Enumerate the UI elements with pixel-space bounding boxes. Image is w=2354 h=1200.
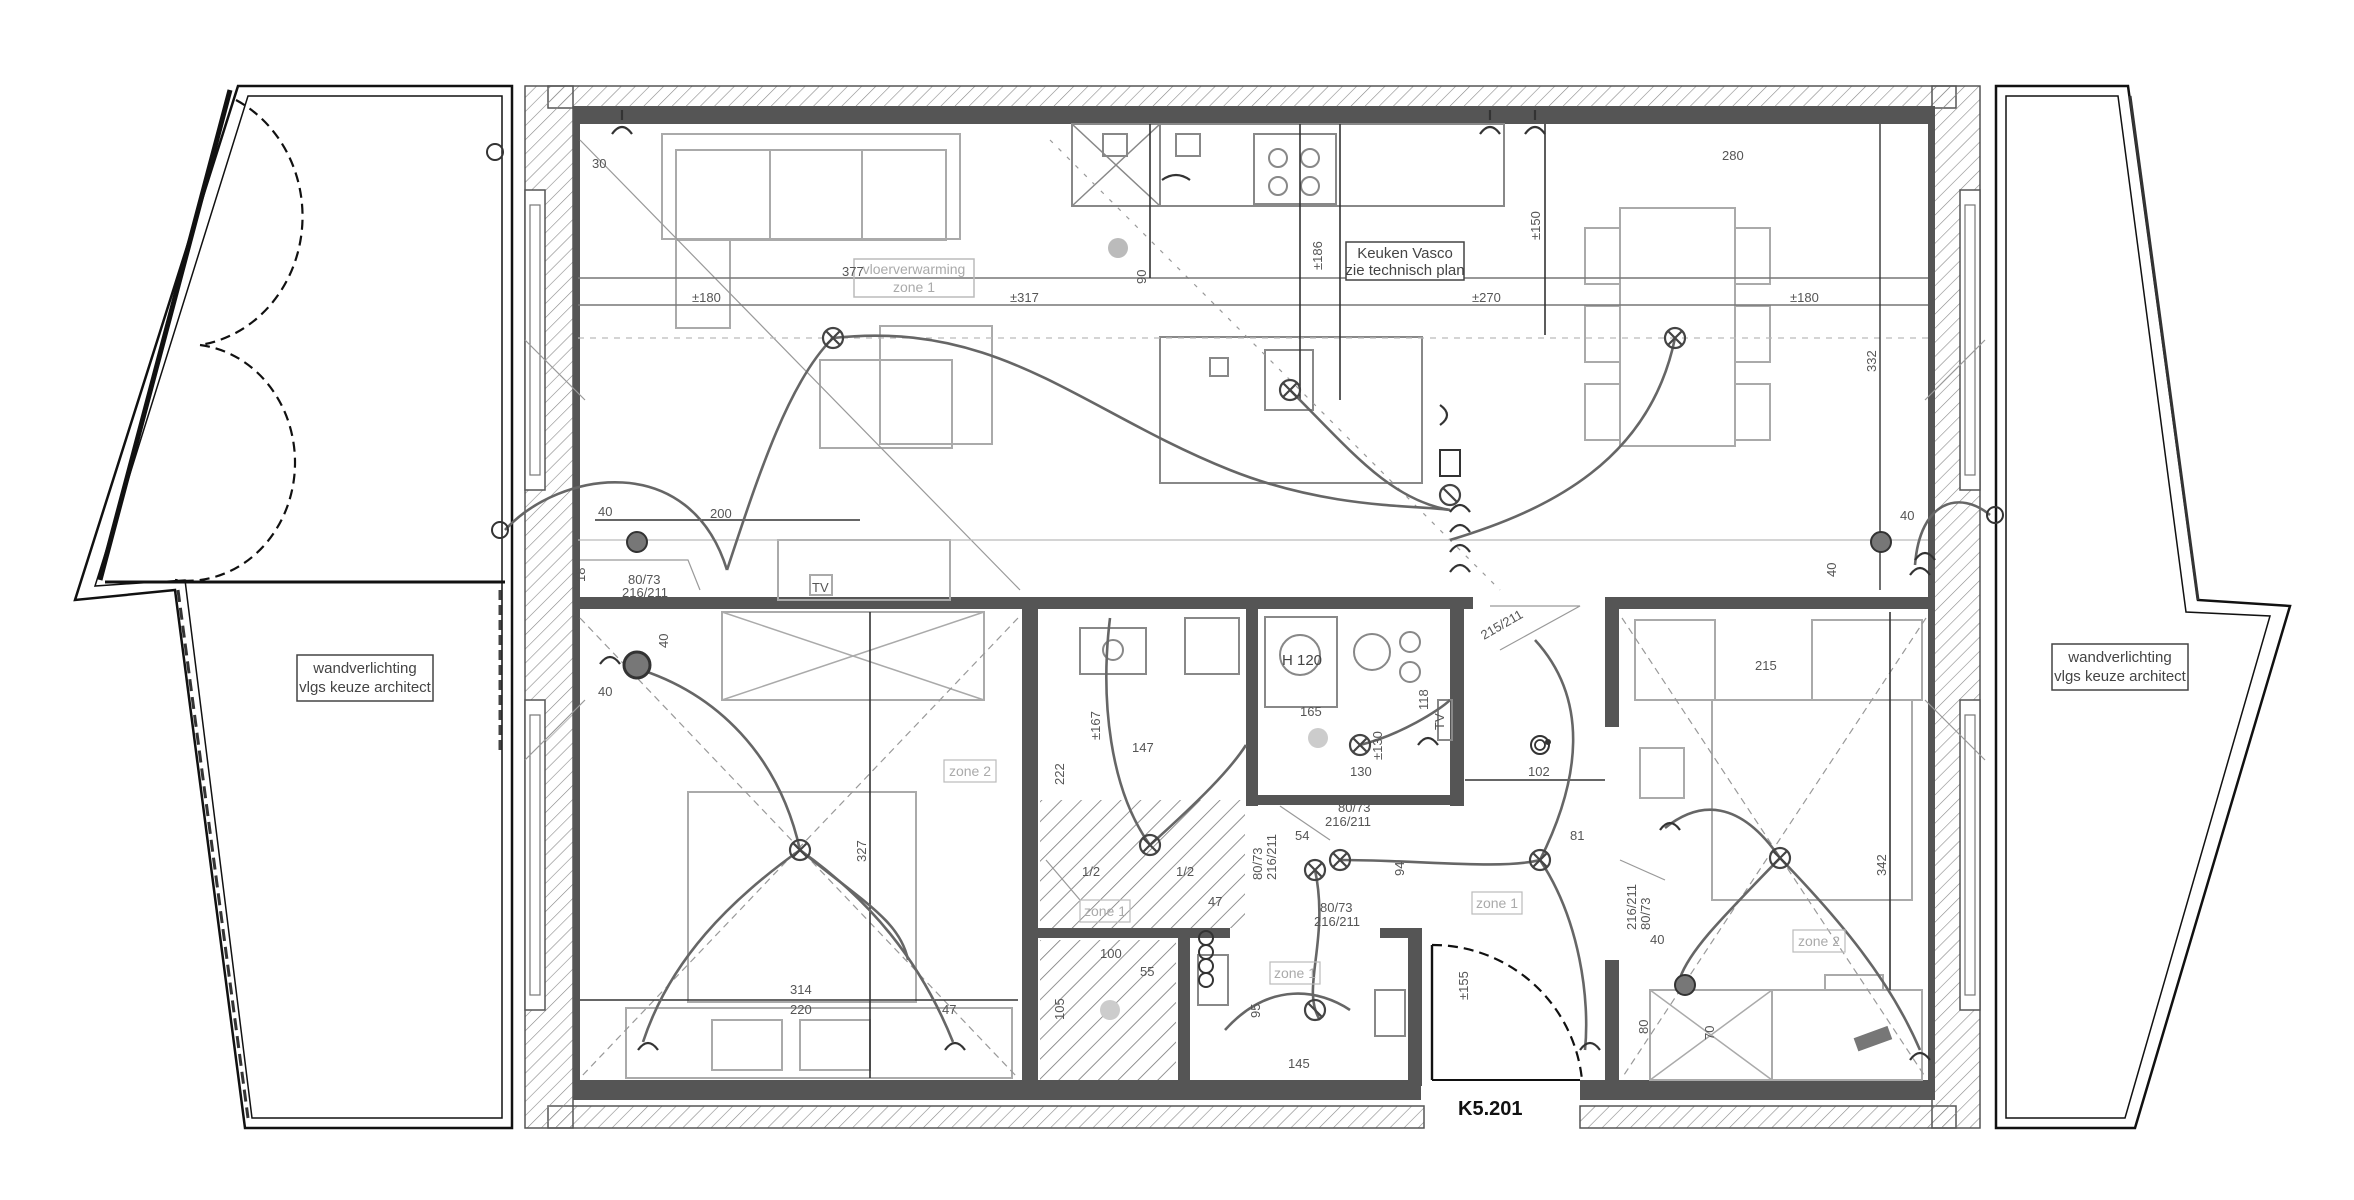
dim-200: 200 xyxy=(710,506,732,521)
dim-215211: 215/211 xyxy=(1478,607,1525,643)
boiler-label: H 120 xyxy=(1282,652,1322,669)
doors xyxy=(580,559,1666,1081)
dim-8073c: 80/73 xyxy=(1250,847,1265,880)
dim-180a: ±180 xyxy=(692,290,721,305)
dim-8073d: 80/73 xyxy=(1320,900,1353,915)
dim-40b: 40 xyxy=(1824,563,1839,577)
dim-102: 102 xyxy=(1528,764,1550,779)
dim-94: 94 xyxy=(1392,862,1407,876)
dim-47a: 47 xyxy=(942,1002,956,1017)
dim-332: 332 xyxy=(1864,350,1879,372)
light-points xyxy=(486,110,2004,1061)
dim-30: 30 xyxy=(592,156,606,171)
zone-bathroom: zone 1 xyxy=(1084,903,1126,919)
dim-216211c: 216/211 xyxy=(1264,834,1279,880)
unit-label: K5.201 xyxy=(1458,1098,1523,1120)
dim-216211b: 216/211 xyxy=(1325,814,1371,829)
dim-40f: 40 xyxy=(1650,932,1664,947)
dim-12b: 1/2 xyxy=(1176,864,1194,879)
wall-lamp-icon xyxy=(1198,930,1214,988)
zone-hall: zone 1 xyxy=(1476,895,1518,911)
dim-130b: ±130 xyxy=(1370,731,1385,760)
dim-8073a: 80/73 xyxy=(628,572,661,587)
dim-220: 220 xyxy=(790,1002,812,1017)
wall-light-note-right-1: wandverlichting xyxy=(2067,649,2171,666)
dim-105: 105 xyxy=(1052,998,1067,1020)
zone-bedroom-2: zone 2 xyxy=(1798,933,1840,949)
text-notes: Keuken Vasco zie technisch plan vloerver… xyxy=(853,241,1846,1120)
dimensions: 30 377 ±180 ±317 90 ±186 ±150 ±270 280 ±… xyxy=(573,148,1914,1071)
zone-bedroom-1: zone 2 xyxy=(949,763,991,779)
dim-280: 280 xyxy=(1722,148,1744,163)
electrical-wires xyxy=(504,334,1991,1051)
dim-12a: 1/2 xyxy=(1082,864,1100,879)
dim-186: ±186 xyxy=(1310,241,1325,270)
right-balcony: wandverlichting vlgs keuze architect xyxy=(1994,84,2292,1130)
dim-100: 100 xyxy=(1100,946,1122,961)
dim-40e: 40 xyxy=(598,684,612,699)
dim-81: 81 xyxy=(1570,828,1584,843)
dim-118: 118 xyxy=(1416,689,1431,710)
floor-heating-note: vloerverwarming xyxy=(863,261,966,277)
dim-80: 80 xyxy=(1636,1020,1651,1034)
dim-54: 54 xyxy=(1295,828,1309,843)
zone-wc: zone 1 xyxy=(1274,965,1316,981)
dim-95: 95 xyxy=(1248,1004,1263,1018)
dim-145: 145 xyxy=(1288,1056,1310,1071)
dim-377: 377 xyxy=(842,264,864,279)
tv2-label: TV xyxy=(1432,713,1447,730)
dim-222: 222 xyxy=(1052,763,1067,785)
zone-living: zone 1 xyxy=(893,279,935,295)
dim-8073b: 80/73 xyxy=(1338,800,1371,815)
dim-18: 18 xyxy=(573,568,588,582)
dim-90: 90 xyxy=(1134,270,1149,284)
bathroom-floor xyxy=(1040,800,1245,1080)
kitchen-note-1: Keuken Vasco xyxy=(1357,245,1453,262)
dim-342: 342 xyxy=(1874,854,1889,876)
dim-327: 327 xyxy=(854,840,869,862)
dim-155: ±155 xyxy=(1456,971,1471,1000)
sun-icon xyxy=(1534,739,1546,751)
dim-40a: 40 xyxy=(598,504,612,519)
dim-55: 55 xyxy=(1140,964,1154,979)
dim-130: 130 xyxy=(1350,764,1372,779)
dim-147: 147 xyxy=(1132,740,1154,755)
dim-167: ±167 xyxy=(1088,711,1103,740)
dim-47b: 47 xyxy=(1208,894,1222,909)
dim-70: 70 xyxy=(1702,1026,1717,1040)
left-balcony: wandverlichting vlgs keuze architect xyxy=(73,84,514,1130)
tv-label: TV xyxy=(812,580,829,595)
dim-165: 165 xyxy=(1300,704,1322,719)
dim-40c: 40 xyxy=(1900,508,1914,523)
kitchen-note-2: zie technisch plan xyxy=(1345,262,1464,279)
dim-8073e: 80/73 xyxy=(1638,897,1653,930)
dim-270: ±270 xyxy=(1472,290,1501,305)
wall-light-note-right-2: vlgs keuze architect xyxy=(2054,668,2187,685)
dim-216211e: 216/211 xyxy=(1624,884,1639,930)
dim-216211d: 216/211 xyxy=(1314,914,1360,929)
dim-150: ±150 xyxy=(1528,211,1543,240)
dim-40d: 40 xyxy=(656,634,671,648)
dim-180b: ±180 xyxy=(1790,290,1819,305)
dim-215: 215 xyxy=(1755,658,1777,673)
wall-light-note-left-1: wandverlichting xyxy=(312,660,416,677)
furniture: TV H 120 TV xyxy=(625,123,1923,1081)
dim-314: 314 xyxy=(790,982,812,997)
dim-216211a: 216/211 xyxy=(622,585,668,600)
interior-walls xyxy=(573,597,1935,1086)
wall-light-note-left-2: vlgs keuze architect xyxy=(299,679,432,696)
dim-317: ±317 xyxy=(1010,290,1039,305)
